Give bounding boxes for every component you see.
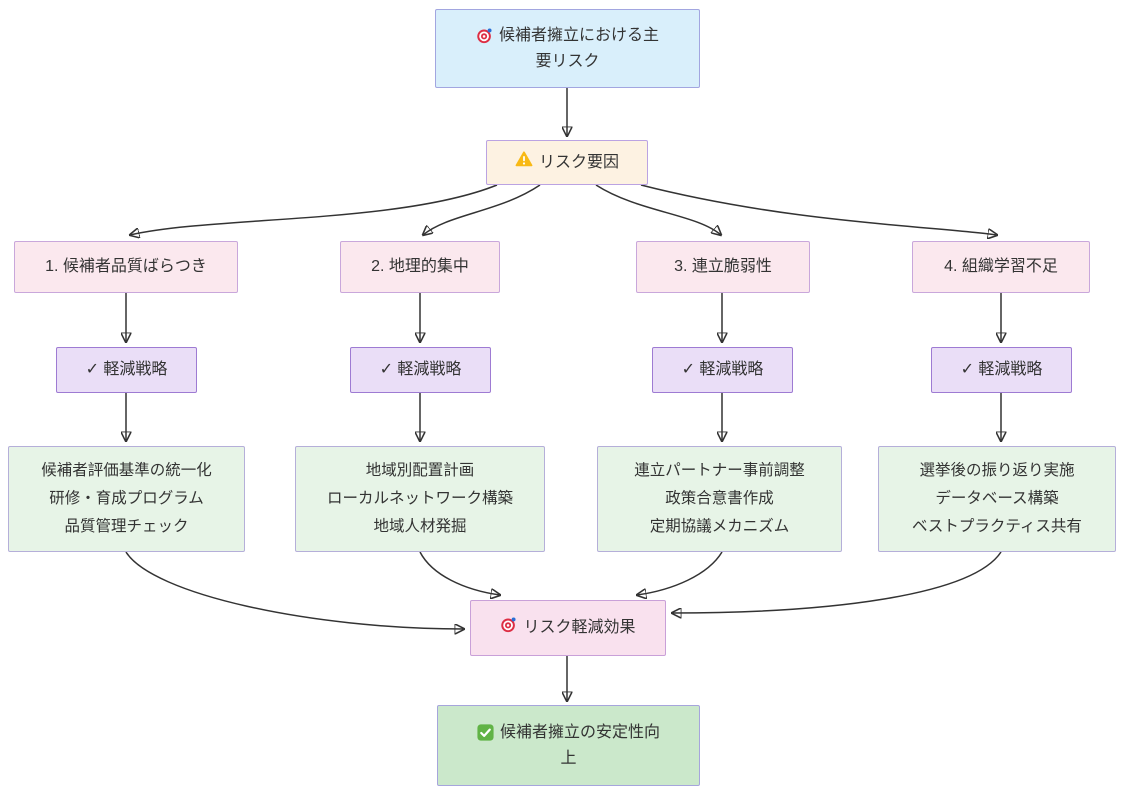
mitigation-label: ✓ 軽減戦略 bbox=[85, 361, 168, 379]
mitigation-label: ✓ 軽減戦略 bbox=[960, 361, 1043, 379]
node-mitigation-strategy-4: ✓ 軽減戦略 bbox=[931, 347, 1072, 393]
node-risk-mitigation-effect-label: リスク軽減効果 bbox=[523, 619, 636, 637]
branch-label: 2. 地理的集中 bbox=[371, 258, 469, 276]
node-detail-learning-measures: 選挙後の振り返り実施 データベース構築 ベストプラクティス共有 bbox=[878, 446, 1116, 552]
detail-line: 連立パートナー事前調整 bbox=[634, 461, 805, 479]
detail-line: データベース構築 bbox=[935, 489, 1059, 507]
node-risk-factors-label: リスク要因 bbox=[538, 153, 619, 171]
detail-line: 選挙後の振り返り実施 bbox=[919, 461, 1075, 479]
detail-line: 地域人材発掘 bbox=[373, 518, 467, 536]
detail-line: ローカルネットワーク構築 bbox=[326, 489, 513, 507]
node-outcome-stability: 候補者擁立の安定性向上 bbox=[437, 705, 700, 786]
node-detail-quality-measures: 候補者評価基準の統一化 研修・育成プログラム 品質管理チェック bbox=[8, 446, 245, 552]
node-branch-quality-variance: 1. 候補者品質ばらつき bbox=[14, 241, 238, 293]
detail-line: 研修・育成プログラム bbox=[49, 489, 204, 507]
detail-line: ベストプラクティス共有 bbox=[912, 518, 1082, 536]
node-branch-coalition-fragility: 3. 連立脆弱性 bbox=[636, 241, 810, 293]
detail-line: 品質管理チェック bbox=[64, 518, 189, 536]
target-icon bbox=[500, 616, 517, 640]
edge-detail3-to-effect bbox=[637, 551, 723, 595]
edge-risk-to-branch1 bbox=[130, 184, 498, 235]
warning-icon bbox=[515, 151, 533, 174]
target-icon bbox=[476, 26, 493, 49]
node-mitigation-strategy-1: ✓ 軽減戦略 bbox=[56, 347, 197, 393]
branch-label: 1. 候補者品質ばらつき bbox=[45, 258, 207, 276]
node-main-risks-label: 候補者擁立における主要リスク bbox=[498, 27, 659, 70]
node-branch-organizational-learning: 4. 組織学習不足 bbox=[912, 241, 1090, 293]
edge-risk-to-branch3 bbox=[595, 184, 721, 235]
edge-risk-to-branch2 bbox=[423, 184, 541, 235]
detail-line: 地域別配置計画 bbox=[365, 461, 475, 479]
branch-label: 3. 連立脆弱性 bbox=[674, 258, 772, 276]
node-main-risks: 候補者擁立における主要リスク bbox=[435, 9, 700, 88]
node-detail-regional-measures: 地域別配置計画 ローカルネットワーク構築 地域人材発掘 bbox=[295, 446, 545, 552]
node-mitigation-strategy-3: ✓ 軽減戦略 bbox=[652, 347, 793, 393]
detail-line: 政策合意書作成 bbox=[665, 489, 774, 507]
edge-detail4-to-effect bbox=[672, 551, 1002, 613]
mitigation-label: ✓ 軽減戦略 bbox=[379, 361, 462, 379]
mitigation-label: ✓ 軽減戦略 bbox=[681, 361, 764, 379]
node-risk-mitigation-effect: リスク軽減効果 bbox=[470, 600, 666, 656]
edge-detail2-to-effect bbox=[419, 551, 500, 595]
branch-label: 4. 組織学習不足 bbox=[944, 258, 1058, 276]
edge-detail1-to-effect bbox=[125, 551, 464, 629]
edge-risk-to-branch4 bbox=[640, 184, 997, 235]
node-outcome-stability-label: 候補者擁立の安定性向上 bbox=[499, 724, 660, 767]
node-branch-geographic-concentration: 2. 地理的集中 bbox=[340, 241, 500, 293]
detail-line: 定期協議メカニズム bbox=[649, 518, 790, 536]
node-detail-coalition-measures: 連立パートナー事前調整 政策合意書作成 定期協議メカニズム bbox=[597, 446, 842, 552]
detail-line: 候補者評価基準の統一化 bbox=[41, 461, 212, 479]
check-square-icon bbox=[477, 723, 494, 746]
node-risk-factors: リスク要因 bbox=[486, 140, 648, 185]
node-mitigation-strategy-2: ✓ 軽減戦略 bbox=[350, 347, 491, 393]
